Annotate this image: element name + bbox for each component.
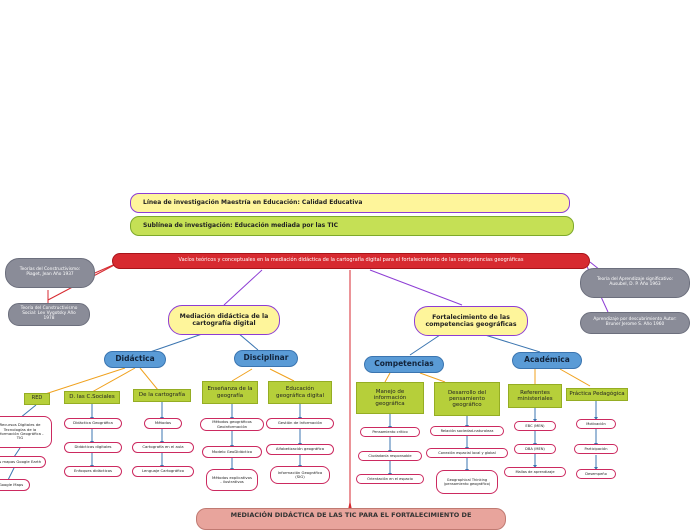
sociales-item-enfoques[interactable]: Enfoques didácticos: [64, 466, 122, 477]
practica-item-desempeno[interactable]: Desempeño: [576, 469, 616, 479]
sociales-item-didactica-geografica[interactable]: Didáctica Geográfica: [64, 418, 122, 429]
theory-discovery-learning[interactable]: Aprendizaje por descubrimiento Autor: Br…: [580, 312, 690, 334]
research-line-bar[interactable]: Línea de investigación Maestría en Educa…: [130, 193, 570, 213]
cartografia-item-metodos[interactable]: Métodos: [144, 418, 182, 429]
referentes-item-dba[interactable]: DBA (MEN): [514, 444, 556, 454]
theory-meaningful-learning[interactable]: Teoría del Aprendizaje significativo: Au…: [580, 268, 690, 298]
desarrollo-item-conexion[interactable]: Conexión espacial local y global: [426, 448, 508, 458]
ensenanza-item-metodos-geograficos[interactable]: Métodos geográficos Geoinformación: [200, 418, 264, 431]
ensenanza-node[interactable]: Enseñanza de la geografía: [202, 381, 258, 404]
theory-constructivism-piaget[interactable]: Teorías del Constructivismo: Piaget, Jea…: [5, 258, 95, 288]
desarrollo-item-relacion[interactable]: Relación sociedad-naturaleza: [430, 426, 504, 436]
red-item-google-earth[interactable]: Los mapas Google Earth: [0, 456, 46, 468]
cartografia-node[interactable]: De la cartografía: [133, 389, 191, 402]
practica-item-participacion[interactable]: Participación: [574, 444, 618, 454]
footer-title[interactable]: MEDIACIÓN DIDÁCTICA DE LAS TIC PARA EL F…: [196, 508, 506, 530]
disciplinar-node[interactable]: Disciplinar: [234, 350, 298, 367]
sociales-item-didacticas-digitales[interactable]: Didácticas digitales: [64, 442, 122, 453]
ensenanza-item-explicativos[interactable]: Métodos explicativos - ilustrativos: [206, 469, 258, 491]
red-node[interactable]: RED: [24, 393, 50, 405]
red-item-recursos[interactable]: Recursos Digitales de Tecnologías de la …: [0, 416, 52, 448]
referentes-item-ebc[interactable]: EBC (MEN): [514, 421, 556, 431]
educacion-digital-node[interactable]: Educación geográfica digital: [268, 381, 332, 404]
educacion-item-sig[interactable]: Información Geográfica (SIG): [270, 466, 330, 484]
referentes-node[interactable]: Referentes ministeriales: [508, 384, 562, 408]
referentes-item-mallas[interactable]: Mallas de aprendizaje: [504, 467, 566, 477]
educacion-item-alfabetizacion[interactable]: Alfabetización geográfica: [266, 444, 334, 455]
sociales-node[interactable]: D. las C.Sociales: [64, 391, 120, 404]
competencias-node[interactable]: Competencias: [364, 356, 444, 373]
red-item-google-maps[interactable]: Google Maps: [0, 479, 30, 491]
ensenanza-item-modelo[interactable]: Modelo GeoDidáctico: [202, 446, 262, 458]
central-topic[interactable]: Vacíos teóricos y conceptuales en la med…: [112, 253, 590, 269]
academica-node[interactable]: Académica: [512, 352, 582, 369]
research-subline-bar[interactable]: Sublínea de investigación: Educación med…: [130, 216, 574, 236]
fortalecimiento-node[interactable]: Fortalecimiento de las competencias geog…: [414, 306, 528, 336]
practica-item-motivacion[interactable]: Motivación: [576, 419, 616, 429]
cartografia-item-lenguaje[interactable]: Lenguaje Cartográfico: [132, 466, 194, 477]
didactica-node[interactable]: Didáctica: [104, 351, 166, 368]
theory-social-constructivism[interactable]: Teoría del Constructivismo Social: Lev V…: [8, 303, 90, 326]
desarrollo-item-geographical-thinking[interactable]: Geographical Thinking (pensamiento geogr…: [436, 470, 498, 494]
practica-pedagogica-node[interactable]: Práctica Pedagógica: [566, 388, 628, 401]
manejo-item-pensamiento-critico[interactable]: Pensamiento crítico: [360, 427, 420, 437]
cartografia-item-aula[interactable]: Cartografía en el aula: [132, 442, 194, 453]
manejo-item-ciudadania[interactable]: Ciudadanía responsable: [358, 451, 422, 461]
educacion-item-gestion[interactable]: Gestión de Información: [266, 418, 334, 429]
mediacion-didactica-node[interactable]: Mediación didáctica de la cartografía di…: [168, 305, 280, 335]
manejo-item-orientacion[interactable]: Orientación en el espacio: [356, 474, 424, 484]
desarrollo-pensamiento-node[interactable]: Desarrollo del pensamiento geográfico: [434, 382, 500, 416]
manejo-informacion-node[interactable]: Manejo de información geográfica: [356, 382, 424, 414]
